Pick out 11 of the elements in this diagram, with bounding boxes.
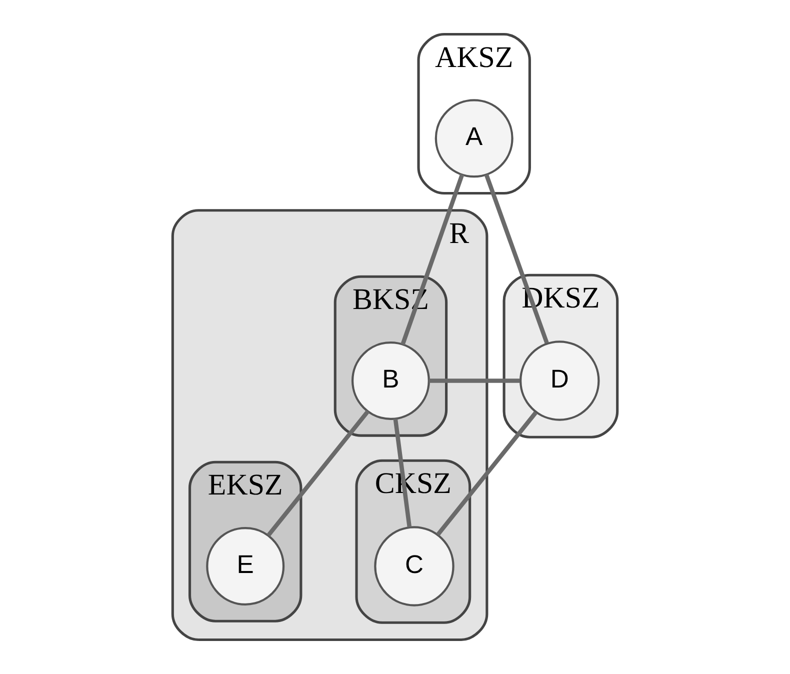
node-circle: C (374, 526, 454, 606)
connector (400, 174, 464, 346)
connector (429, 378, 520, 383)
node-circle: B (351, 341, 430, 420)
node-circle: E (206, 526, 285, 606)
connector (436, 411, 538, 536)
node-circle: A (434, 99, 514, 178)
connector (393, 418, 412, 528)
node-circle: D (519, 340, 600, 421)
connector (484, 174, 549, 344)
connector (266, 410, 370, 537)
